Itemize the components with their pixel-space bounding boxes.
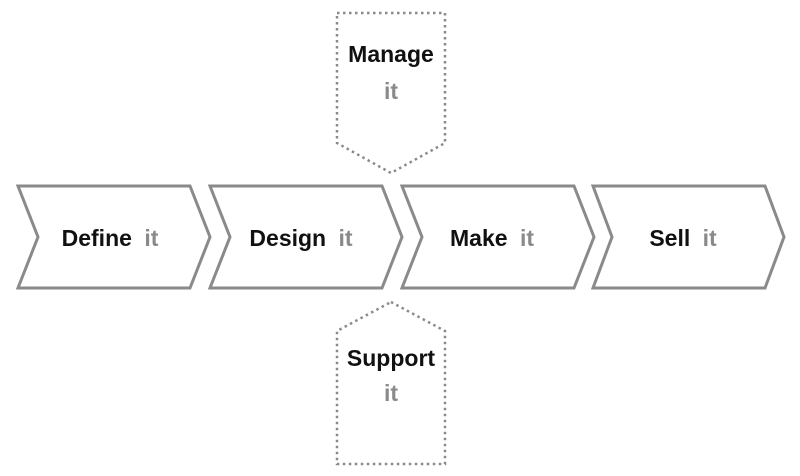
chevron-step-design: Design it (207, 184, 404, 290)
support-it-shape (335, 300, 447, 466)
make-sub-text: it (520, 225, 534, 251)
chevron-label-define: Define it (62, 225, 159, 251)
manage-it-shape (335, 11, 447, 175)
chevron-label-make: Make it (450, 225, 534, 251)
manage-it-sub-label: it (384, 78, 398, 104)
sell-main-text: Sell (649, 225, 690, 251)
chevron-shape-define (15, 184, 212, 290)
chevron-label-design: Design it (249, 225, 352, 251)
define-main-text: Define (62, 225, 132, 251)
support-it-sub-label: it (384, 380, 398, 406)
design-main-text: Design (249, 225, 326, 251)
support-it-box: Support it (335, 300, 447, 466)
support-it-main-label: Support (347, 345, 435, 371)
define-sub-text: it (144, 225, 158, 251)
chevron-step-make: Make it (399, 184, 596, 290)
manage-it-box: Manage it (335, 11, 447, 175)
chevron-step-define: Define it (15, 184, 212, 290)
chevron-shape-sell (590, 184, 786, 290)
manage-it-main-label: Manage (348, 41, 434, 67)
chevron-shape-make (399, 184, 596, 290)
make-main-text: Make (450, 225, 508, 251)
chevron-label-sell: Sell it (649, 225, 717, 251)
chevron-shape-design (207, 184, 404, 290)
design-sub-text: it (339, 225, 353, 251)
chevron-step-sell: Sell it (590, 184, 786, 290)
sell-sub-text: it (703, 225, 717, 251)
